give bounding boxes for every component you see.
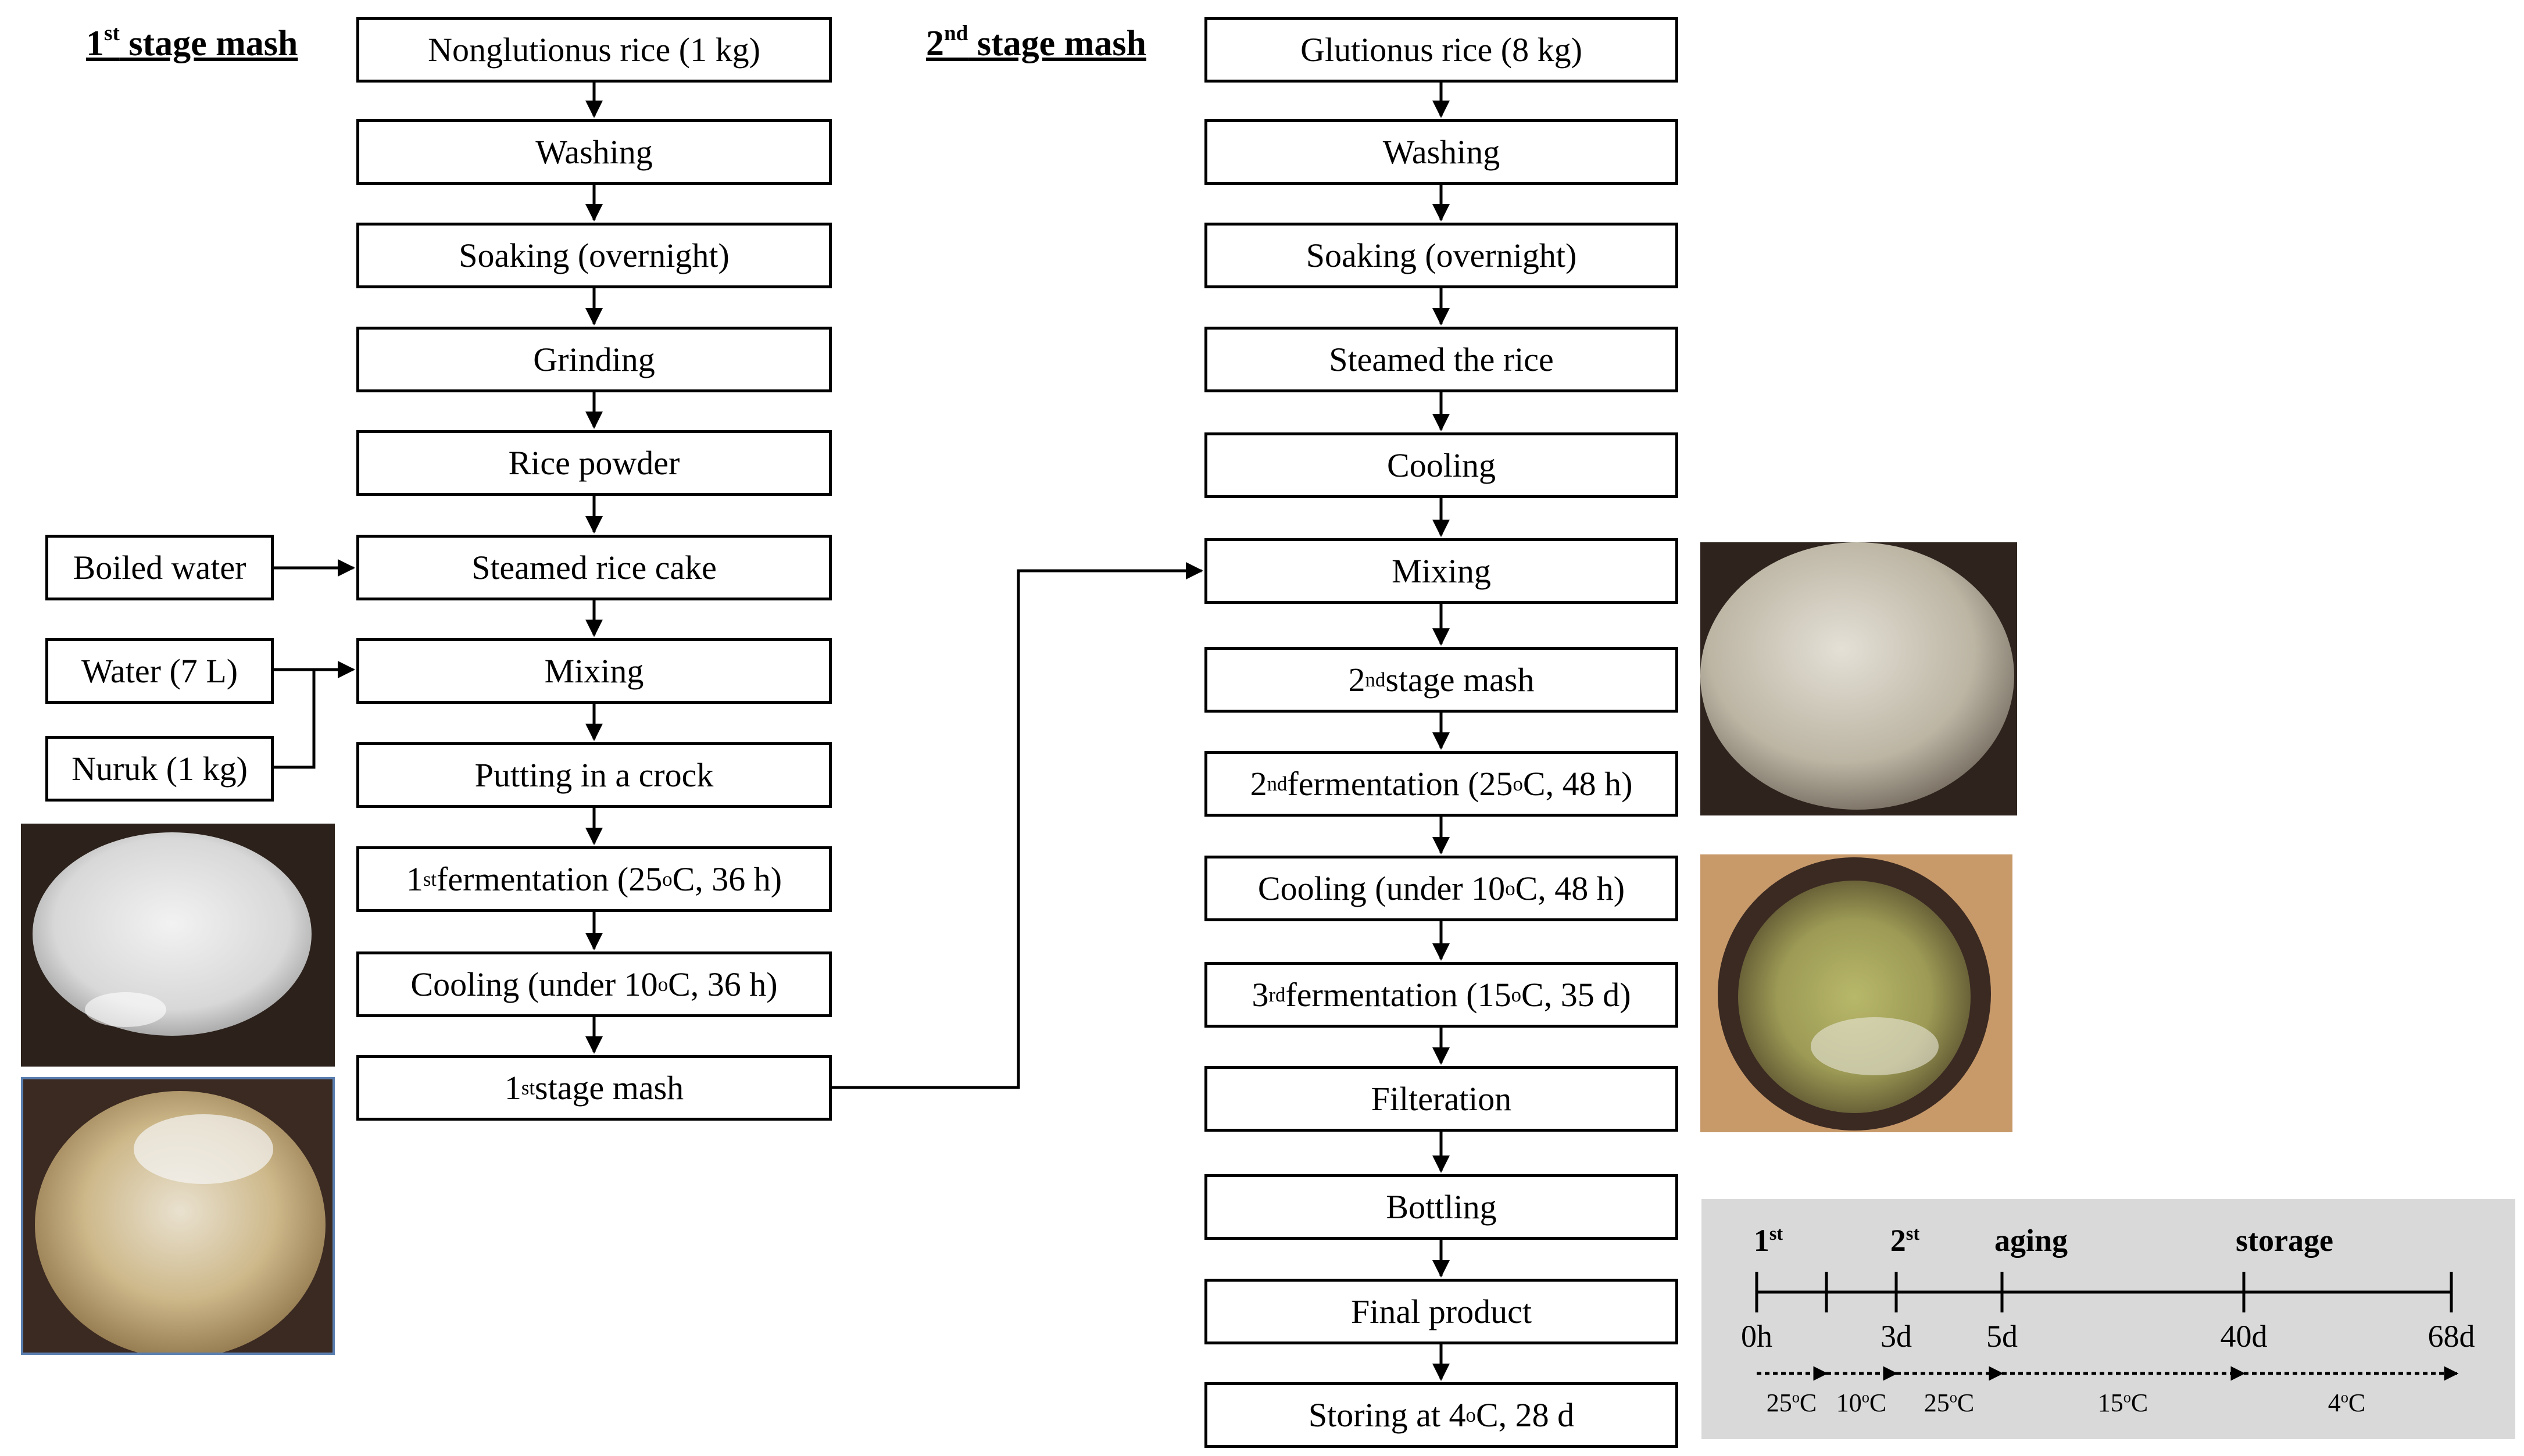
step-bottling: Bottling: [1204, 1174, 1678, 1240]
step-rice-powder: Rice powder: [356, 430, 832, 496]
step-filteration: Filteration: [1204, 1066, 1678, 1132]
timeline-panel: 1st 2st aging storage 0h 3d 5d 40d 68d 2…: [1701, 1199, 2515, 1439]
step-soaking-2: Soaking (overnight): [1204, 223, 1678, 288]
photo-2nd-stage-mash: [1700, 542, 2017, 815]
timeline-axis: [1755, 1272, 2459, 1381]
timeline-temp-1: 25oC: [1766, 1388, 1817, 1417]
timeline-time-3d: 3d: [1881, 1319, 1912, 1354]
step-cooling-2: Cooling: [1204, 432, 1678, 498]
step-grinding: Grinding: [356, 327, 832, 392]
step-nonglutinous-rice: Nonglutionus rice (1 kg): [356, 17, 832, 83]
timeline-temp-4: 15oC: [2097, 1388, 2148, 1417]
nuruk-arrow: [274, 670, 316, 769]
step-steamed-the-rice: Steamed the rice: [1204, 327, 1678, 392]
timeline-phase-1st: 1st: [1753, 1223, 1783, 1258]
timeline-temp-5: 4oC: [2328, 1388, 2366, 1417]
stage1-heading: 1st stage mash: [86, 21, 298, 63]
step-mixing-2: Mixing: [1204, 538, 1678, 604]
input-nuruk: Nuruk (1 kg): [45, 736, 274, 802]
input-boiled-water: Boiled water: [45, 535, 274, 600]
step-putting-in-crock: Putting in a crock: [356, 742, 832, 808]
stage2-heading: 2nd stage mash: [926, 21, 1146, 63]
timeline-phase-2nd: 2st: [1890, 1223, 1920, 1258]
step-steamed-rice-cake: Steamed rice cake: [356, 535, 832, 600]
photo-1st-stage-bottom: [21, 1077, 335, 1355]
timeline-time-68d: 68d: [2428, 1319, 2475, 1354]
step-mixing-1: Mixing: [356, 638, 832, 704]
timeline-time-0h: 0h: [1741, 1319, 1772, 1354]
timeline-time-5d: 5d: [1986, 1319, 2018, 1354]
step-washing-2: Washing: [1204, 119, 1678, 185]
input-water: Water (7 L): [45, 638, 274, 704]
step-washing-1: Washing: [356, 119, 832, 185]
photo-1st-stage-top: [21, 824, 335, 1067]
timeline-time-40d: 40d: [2220, 1319, 2268, 1354]
timeline-phase-storage: storage: [2236, 1223, 2333, 1258]
step-glutinous-rice: Glutionus rice (8 kg): [1204, 17, 1678, 83]
timeline-temp-3: 25oC: [1924, 1388, 1975, 1417]
timeline-temp-2: 10oC: [1836, 1388, 1887, 1417]
step-final-product: Final product: [1204, 1279, 1678, 1344]
stage-transfer-arrow: [832, 562, 1203, 1089]
timeline-phase-aging: aging: [1994, 1223, 2068, 1258]
photo-fermentation: [1700, 854, 2012, 1132]
step-soaking-1: Soaking (overnight): [356, 223, 832, 288]
